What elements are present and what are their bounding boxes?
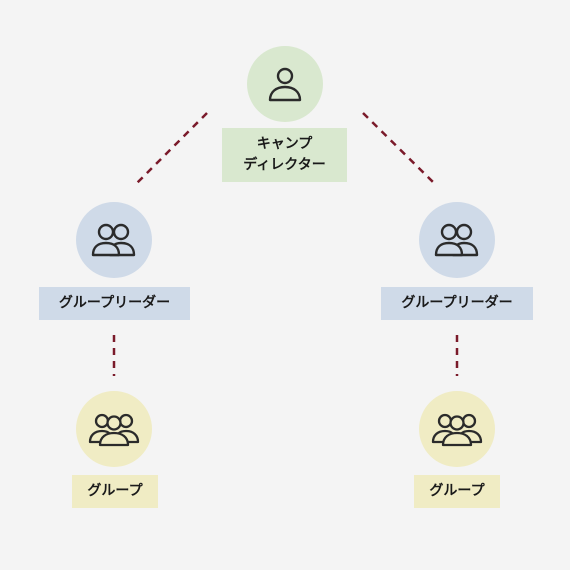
node-label: キャンプ ディレクター (222, 128, 347, 182)
connector-director-leader-left (134, 112, 208, 186)
three-people-icon (419, 391, 495, 467)
two-people-icon (76, 202, 152, 278)
two-people-icon (419, 202, 495, 278)
node-label: グループリーダー (381, 287, 533, 320)
node-label: グループ (72, 475, 158, 508)
connector-director-leader-right (362, 112, 435, 184)
three-people-icon (76, 391, 152, 467)
node-label: グループリーダー (39, 287, 190, 320)
person-icon (247, 46, 323, 122)
node-label: グループ (414, 475, 500, 508)
